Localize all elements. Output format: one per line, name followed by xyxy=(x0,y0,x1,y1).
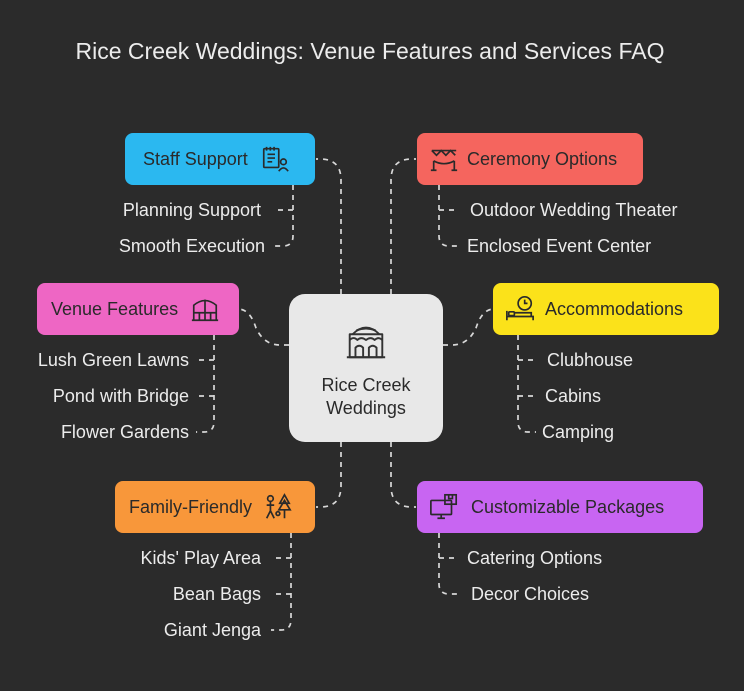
node-accommodations: Accommodations xyxy=(493,283,719,335)
accommodations-item: Camping xyxy=(542,422,615,442)
node-family-friendly: Family-Friendly xyxy=(115,481,315,533)
family-tree-icon xyxy=(260,490,294,524)
ceremony-options-label: Ceremony Options xyxy=(467,148,618,169)
venue-features-label: Venue Features xyxy=(51,298,179,319)
link-accommodations xyxy=(443,308,495,346)
staff-support-item: Planning Support xyxy=(122,200,261,220)
checklist-person-icon xyxy=(258,142,292,176)
staff-support-item: Smooth Execution xyxy=(118,236,265,256)
link-staff-support xyxy=(316,158,342,294)
accommodations-item: Clubhouse xyxy=(547,350,634,370)
customizable-packages-label: Customizable Packages xyxy=(471,496,665,517)
ceremony-options-item: Enclosed Event Center xyxy=(467,236,652,256)
family-friendly-item: Giant Jenga xyxy=(163,620,261,640)
staff-support-label: Staff Support xyxy=(143,148,248,169)
link-customizable-packages xyxy=(390,442,416,508)
node-staff-support: Staff Support xyxy=(125,133,315,185)
venue-features-item: Lush Green Lawns xyxy=(37,350,189,370)
node-venue-features: Venue Features xyxy=(37,283,239,335)
gate-bridge-icon xyxy=(188,292,222,326)
accommodations-item: Cabins xyxy=(545,386,602,406)
customizable-packages-item: Catering Options xyxy=(467,548,603,568)
venue-features-item: Pond with Bridge xyxy=(52,386,189,406)
central-topic-label: Rice Creek Weddings xyxy=(321,374,411,418)
venue-features-item: Flower Gardens xyxy=(60,422,189,442)
family-friendly-label: Family-Friendly xyxy=(129,496,253,517)
venue-building-icon xyxy=(343,317,389,368)
central-topic-node: Rice Creek Weddings xyxy=(289,294,443,442)
family-friendly-item: Kids' Play Area xyxy=(140,548,262,568)
family-friendly-item: Bean Bags xyxy=(172,584,261,604)
ceremony-arch-icon xyxy=(427,142,461,176)
node-customizable-packages: Customizable Packages xyxy=(417,481,703,533)
ceremony-options-item: Outdoor Wedding Theater xyxy=(470,200,678,220)
node-ceremony-options: Ceremony Options xyxy=(417,133,643,185)
link-family-friendly xyxy=(316,442,342,508)
diagram-title: Rice Creek Weddings: Venue Features and … xyxy=(75,38,665,64)
accommodations-label: Accommodations xyxy=(545,298,684,319)
link-venue-features xyxy=(237,308,289,346)
monitor-box-icon xyxy=(427,490,461,524)
link-ceremony-options xyxy=(390,158,416,294)
bed-clock-icon xyxy=(503,292,537,326)
customizable-packages-item: Decor Choices xyxy=(471,584,590,604)
